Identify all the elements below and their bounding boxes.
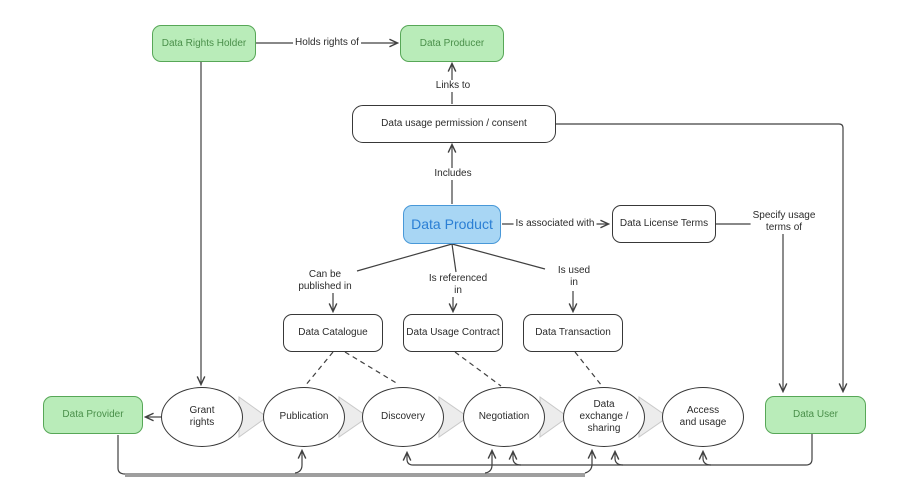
step-grant-rights: Grant rights — [161, 387, 243, 447]
step-publication: Publication — [263, 387, 345, 447]
edge-fan-middle — [451, 243, 457, 273]
edge-user-feedback — [407, 434, 813, 466]
edge-catalogue-discovery — [344, 351, 399, 385]
edge-bar-publication — [294, 451, 302, 474]
edge-user-feedback-exchange — [615, 452, 624, 466]
edge-provider-stub — [117, 435, 126, 475]
edge-label-specify-usage-terms: Specify usage terms of — [750, 210, 818, 234]
edge-label-is-used-in: Is used in — [555, 265, 593, 289]
edge-license-to-user — [716, 223, 783, 391]
edge-contract-negotiation — [454, 351, 502, 387]
step-negotiation: Negotiation — [463, 387, 545, 447]
node-data-producer: Data Producer — [400, 25, 504, 62]
edge-fan-left — [356, 243, 453, 272]
node-data-rights-holder: Data Rights Holder — [152, 25, 256, 62]
edge-label-is-referenced-in: Is referenced in — [426, 273, 490, 297]
node-data-catalogue: Data Catalogue — [283, 314, 383, 352]
edge-bar-negotiation — [484, 451, 492, 474]
edge-label-can-be-published-in: Can be published in — [296, 269, 354, 293]
edge-user-feedback-access — [703, 452, 712, 466]
edge-user-feedback-negotiation — [513, 452, 522, 466]
node-data-provider: Data Provider — [43, 396, 143, 434]
edge-label-links-to: Links to — [433, 80, 473, 92]
edge-catalogue-publication — [304, 351, 334, 387]
node-data-user: Data User — [765, 396, 866, 434]
edge-fan-right — [451, 243, 546, 270]
edge-bar-exchange — [584, 451, 592, 474]
node-data-usage-permission: Data usage permission / consent — [352, 105, 556, 143]
edge-transaction-exchange — [574, 351, 603, 387]
step-access-and-usage: Access and usage — [662, 387, 744, 447]
node-data-usage-contract: Data Usage Contract — [403, 314, 503, 352]
node-data-license-terms: Data License Terms — [612, 205, 716, 243]
step-discovery: Discovery — [362, 387, 444, 447]
edge-consent-to-user — [556, 123, 843, 391]
edge-label-holds-rights-of: Holds rights of — [293, 37, 361, 49]
node-data-product: Data Product — [403, 205, 501, 244]
edge-label-includes: Includes — [432, 168, 474, 180]
step-data-exchange-sharing: Data exchange / sharing — [563, 387, 645, 447]
node-data-transaction: Data Transaction — [523, 314, 623, 352]
edge-label-is-associated-with: Is associated with — [513, 218, 597, 230]
